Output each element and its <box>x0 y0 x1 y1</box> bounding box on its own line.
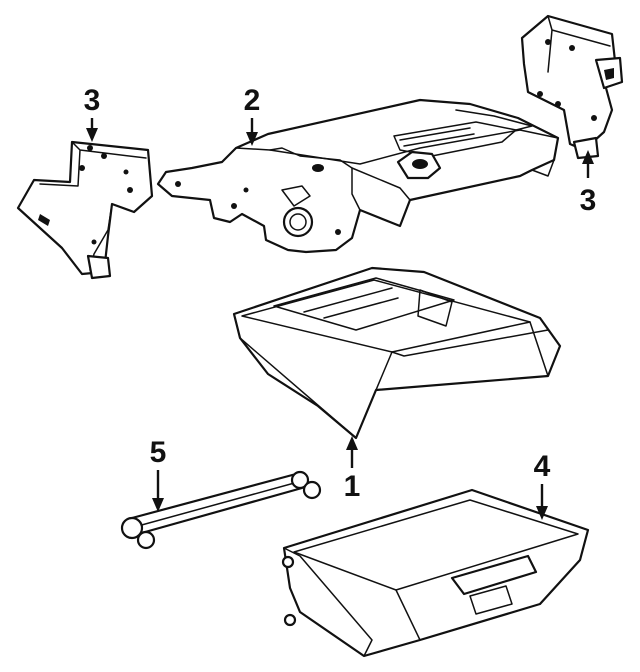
right-mounting-bracket[interactable] <box>520 14 624 160</box>
left-mounting-bracket[interactable] <box>16 140 154 280</box>
callout-3-left: 3 <box>84 84 101 142</box>
callout-2-label: 2 <box>244 84 261 117</box>
glove-box-door[interactable] <box>232 266 562 440</box>
callout-3-left-label: 3 <box>84 84 101 117</box>
callout-4: 4 <box>534 450 551 520</box>
callout-3-right: 3 <box>580 150 597 217</box>
callout-1: 1 <box>344 436 361 503</box>
callout-2: 2 <box>244 84 261 146</box>
support-panel[interactable] <box>156 98 560 254</box>
hinge-rod[interactable] <box>120 470 322 550</box>
glove-box-bin[interactable] <box>281 488 590 658</box>
callout-3-right-label: 3 <box>580 184 597 217</box>
callout-5-label: 5 <box>150 436 167 469</box>
callout-5: 5 <box>150 436 167 512</box>
callout-1-label: 1 <box>344 470 361 503</box>
callout-4-label: 4 <box>534 450 551 483</box>
